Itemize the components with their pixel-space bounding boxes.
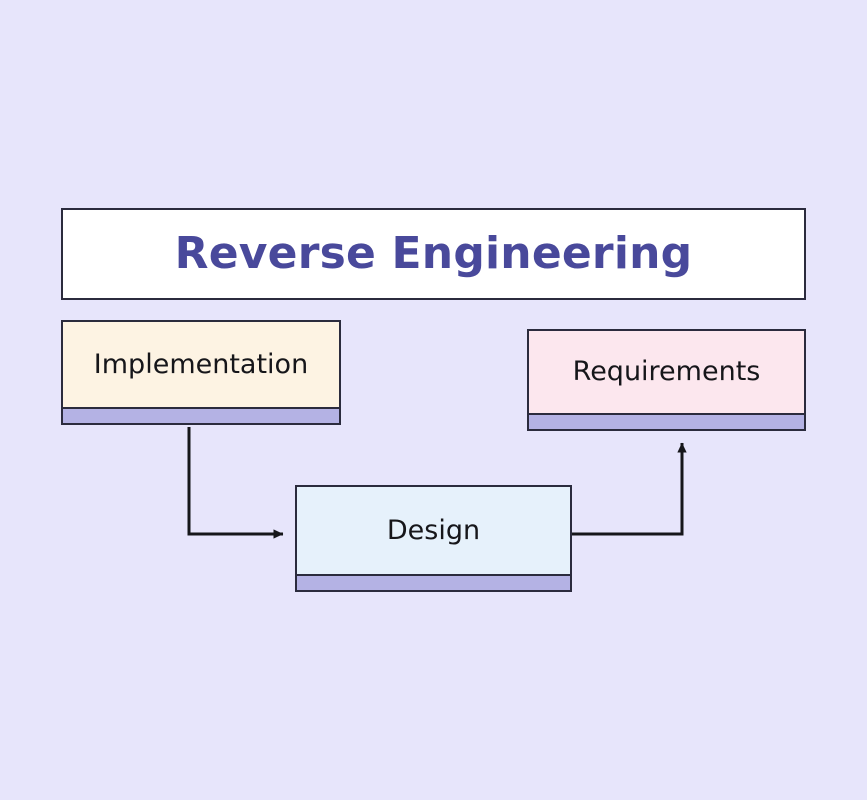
edge-implementation-to-design <box>187 427 284 539</box>
node-implementation[interactable]: Implementation <box>61 320 341 425</box>
diagram-title-box: Reverse Engineering <box>61 208 806 300</box>
node-implementation-label: Implementation <box>93 348 309 380</box>
node-requirements-accent-bar <box>529 413 804 429</box>
node-requirements-body: Requirements <box>529 331 804 413</box>
node-requirements[interactable]: Requirements <box>527 329 806 431</box>
node-requirements-label: Requirements <box>572 356 761 388</box>
node-design-body: Design <box>297 487 570 574</box>
node-design-accent-bar <box>297 574 570 590</box>
node-design-label: Design <box>386 514 481 546</box>
page-title: Reverse Engineering <box>174 227 693 279</box>
diagram-title-body: Reverse Engineering <box>175 210 693 298</box>
node-design[interactable]: Design <box>295 485 572 592</box>
node-implementation-body: Implementation <box>63 322 339 407</box>
node-implementation-accent-bar <box>63 407 339 423</box>
edge-design-to-requirements <box>572 442 687 536</box>
